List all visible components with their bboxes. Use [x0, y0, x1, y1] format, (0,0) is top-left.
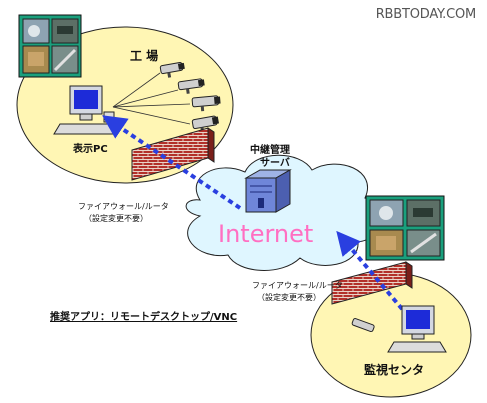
firewall-center-label-line2: （設定変更不要）	[257, 292, 321, 302]
relay-server-icon	[244, 169, 292, 213]
monitoring-pc-icon	[387, 305, 447, 353]
camera-connection-lines	[112, 72, 191, 125]
data-flow-arrow-to-cloud	[336, 230, 410, 318]
mobile-terminal-icon	[351, 318, 375, 333]
display-pc-label: 表示PC	[72, 142, 108, 155]
security-camera-icon	[159, 61, 185, 78]
monitoring-center-title: 監視センタ	[364, 362, 424, 377]
factory-camera-panel	[18, 14, 82, 78]
watermark: RBBTODAY.COM	[376, 7, 476, 22]
display-pc-icon	[53, 85, 117, 135]
firewall-factory-label-line2: （設定変更不要）	[84, 213, 148, 223]
factory-title: 工 場	[130, 48, 158, 63]
firewall-center-label-line1: ファイアウォール/ルータ	[252, 281, 343, 290]
center-camera-panel	[365, 195, 445, 261]
security-camera-icon	[191, 115, 219, 133]
firewall-factory-label-line1: ファイアウォール/ルータ	[78, 202, 169, 211]
relay-server-title-line1: 中継管理	[250, 143, 290, 156]
firewall-center-icon	[331, 261, 413, 305]
relay-server-title-line2: サーバ	[260, 157, 290, 169]
security-camera-icon	[191, 95, 221, 112]
firewall-factory-icon	[131, 127, 215, 181]
internet-label: Internet	[218, 220, 313, 248]
security-camera-icon	[177, 78, 205, 94]
data-flow-arrow-to-factory	[102, 115, 242, 210]
recommended-app-note: 推奨アプリ：リモートデスクトップ/VNC	[50, 310, 237, 323]
